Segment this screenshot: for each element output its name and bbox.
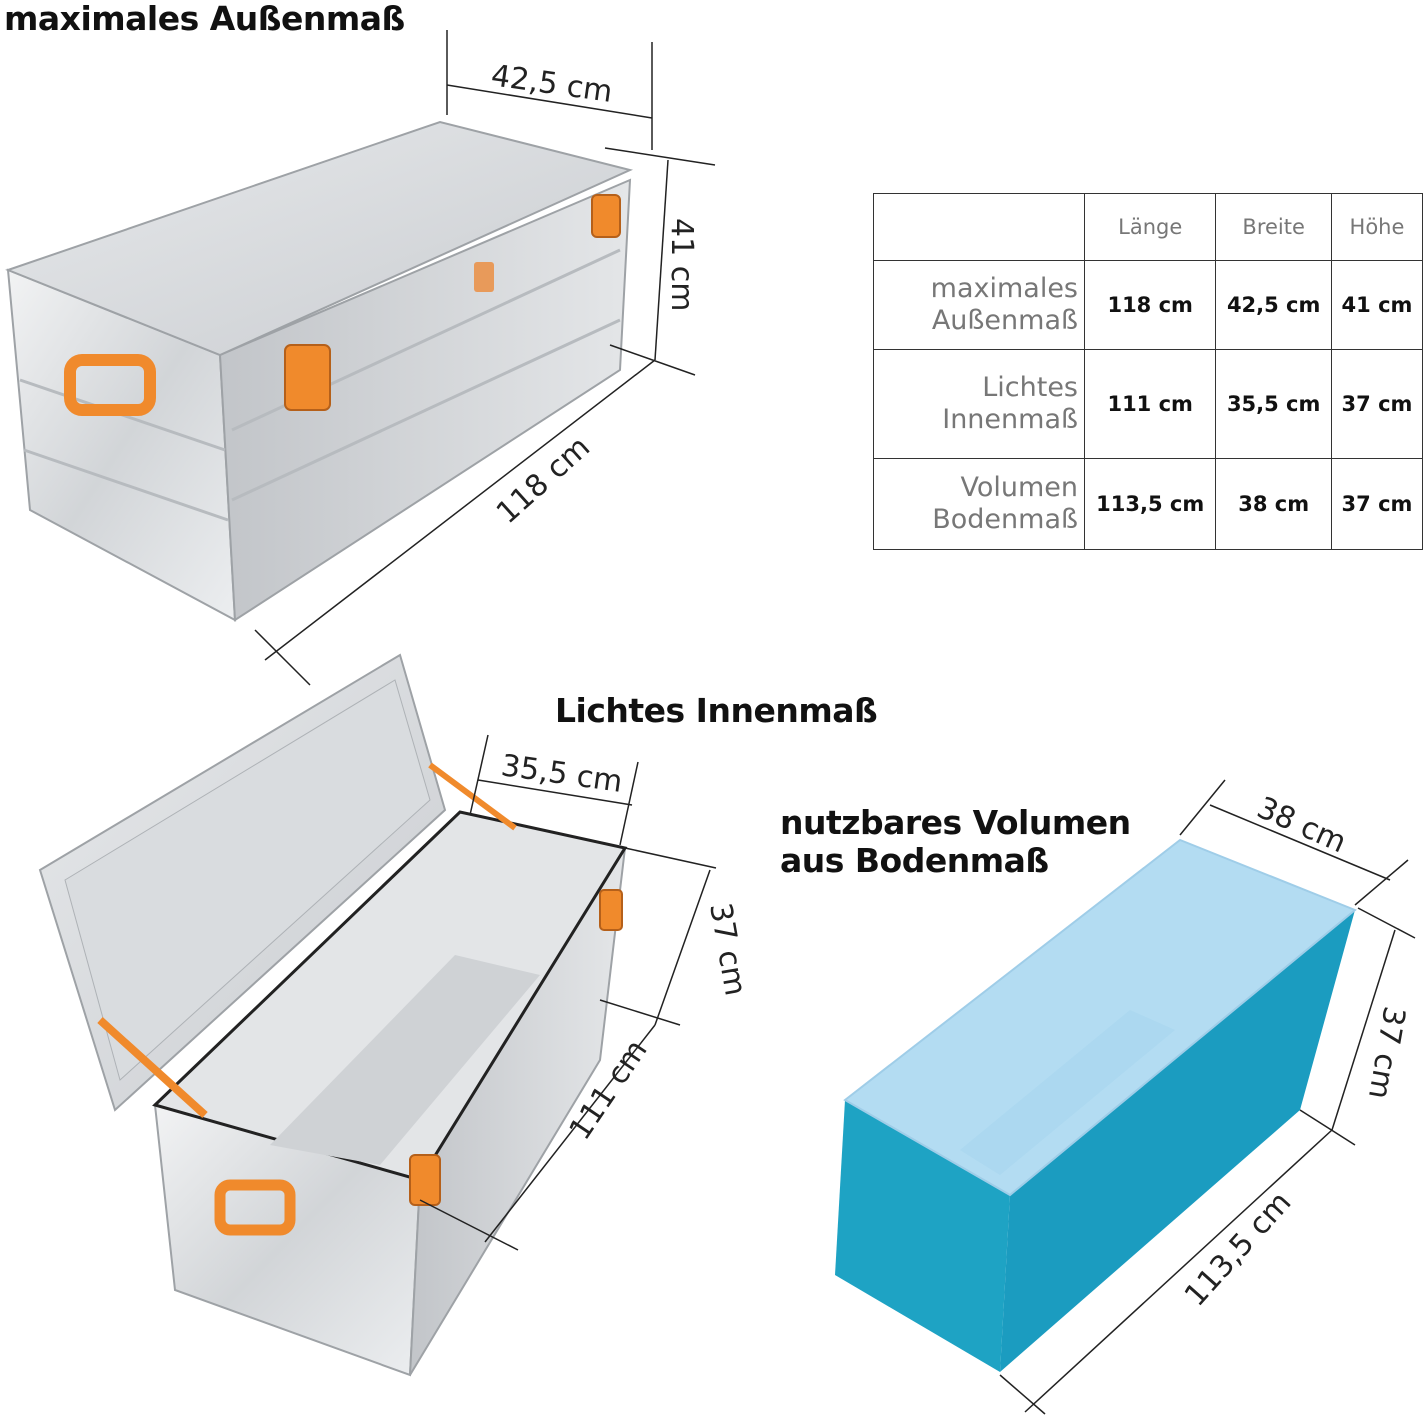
open-box-illustration (38, 653, 628, 1377)
table-header-width: Breite (1215, 193, 1332, 261)
table-row-label-line2: Außenmaß (931, 305, 1078, 336)
closed-box-side (218, 178, 632, 622)
volume-block-inner-shade (960, 1010, 1175, 1175)
outer-dimensions-heading: maximales Außenmaß (4, 0, 405, 38)
table-header-length: Länge (1083, 193, 1217, 261)
table-header-empty (873, 193, 1085, 261)
table-row-label-line1: Volumen (960, 472, 1078, 504)
usable-volume-heading-line2: aus Bodenmaß (780, 840, 1049, 880)
inner-height-label: 37 cm (702, 900, 753, 998)
table-row: Lichtes Innenmaß 111 cm 35,5 cm 37 cm (873, 349, 1424, 459)
table-row-label-line2: Innenmaß (942, 404, 1078, 435)
volume-block-front (835, 1100, 1010, 1372)
volume-block-side (1000, 910, 1355, 1372)
table-row-label-line1: Lichtes (982, 372, 1078, 404)
dimension-lines (254, 30, 1416, 1415)
table-row: maximales Außenmaß 118 cm 42,5 cm 41 cm (873, 260, 1424, 350)
table-header-row: Länge Breite Höhe (873, 193, 1424, 261)
open-box-latch-back (599, 889, 623, 931)
table-cell-length: 113,5 cm (1083, 458, 1217, 550)
volume-width-label: 38 cm (1252, 790, 1352, 860)
volume-length-label: 113,5 cm (1178, 1185, 1298, 1313)
closed-box-ribs (19, 248, 621, 522)
open-box-lid-inner (64, 679, 431, 1081)
inner-width-label: 35,5 cm (499, 748, 625, 800)
volume-height-label: 37 cm (1361, 1004, 1412, 1102)
table-cell-width: 35,5 cm (1215, 349, 1332, 459)
dimensions-table: Länge Breite Höhe maximales Außenmaß 118… (873, 193, 1424, 550)
table-row-label: maximales Außenmaß (873, 260, 1085, 350)
open-box-interior-floor (270, 955, 540, 1165)
closed-box-latch-front (284, 344, 331, 411)
table-cell-width: 38 cm (1215, 458, 1332, 550)
usable-volume-heading-line1: nutzbares Volumen (780, 803, 1131, 842)
table-cell-width: 42,5 cm (1215, 260, 1332, 350)
table-row-label-line2: Bodenmaß (932, 504, 1078, 535)
volume-block-top (843, 838, 1357, 1197)
open-box-handle (214, 1179, 296, 1236)
table-cell-height: 37 cm (1330, 458, 1424, 550)
closed-box-handle (64, 354, 156, 416)
table-cell-height: 41 cm (1330, 260, 1424, 350)
table-row-label-line1: maximales (930, 273, 1078, 305)
table-header-height: Höhe (1330, 193, 1424, 261)
closed-box-label-plate (474, 262, 494, 292)
usable-volume-heading: nutzbares Volumen aus Bodenmaß (780, 804, 1131, 880)
closed-box-illustration (5, 120, 634, 622)
closed-box-lid (5, 120, 634, 357)
volume-block-illustration (835, 838, 1357, 1372)
table-cell-height: 37 cm (1330, 349, 1424, 459)
table-row-label: Lichtes Innenmaß (873, 349, 1085, 459)
table-cell-length: 118 cm (1083, 260, 1217, 350)
table-row-label: Volumen Bodenmaß (873, 458, 1085, 550)
open-box-strap-right (428, 762, 517, 831)
open-box-strap-left (97, 1017, 208, 1118)
table-cell-length: 111 cm (1083, 349, 1217, 459)
outer-height-label: 41 cm (664, 218, 699, 311)
open-box-latch-front (409, 1154, 441, 1206)
closed-box-latch-back (591, 194, 621, 238)
inner-dimensions-heading: Lichtes Innenmaß (555, 691, 878, 730)
table-row: Volumen Bodenmaß 113,5 cm 38 cm 37 cm (873, 458, 1424, 550)
